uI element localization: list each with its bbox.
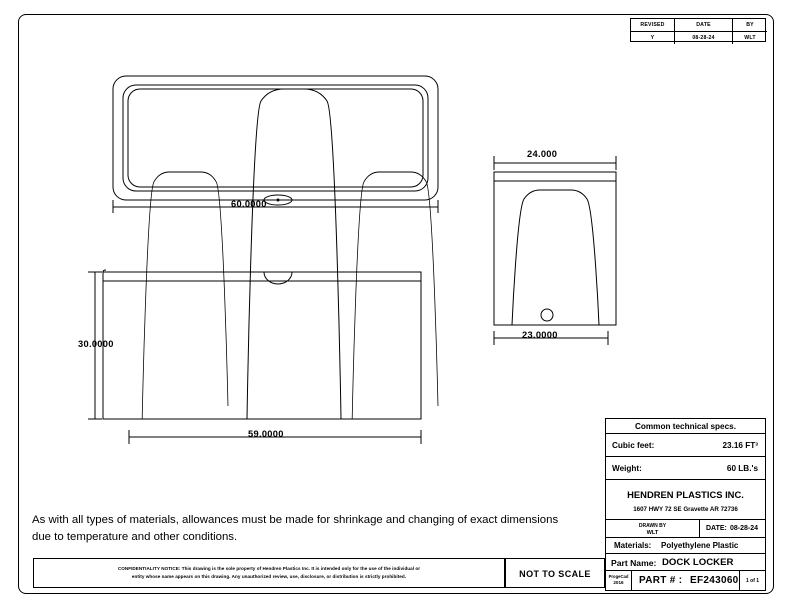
dimension-line-front-width	[128, 430, 422, 444]
drawn-by-value: WLT	[646, 530, 659, 536]
dimension-line-top-view	[112, 200, 439, 213]
part-number-label: PART # :	[639, 575, 683, 586]
weight-label: Weight:	[612, 464, 642, 473]
materials-value: Polyethylene Plastic	[661, 541, 739, 550]
dimension-label-side-bottom: 23.0000	[522, 330, 558, 340]
materials-label: Materials:	[614, 541, 652, 550]
specs-cubic-feet-row: Cubic feet: 23.16 FT³	[605, 434, 766, 457]
not-to-scale-label: NOT TO SCALE	[519, 569, 591, 579]
specs-weight-row: Weight: 60 LB.'s	[605, 457, 766, 480]
part-name-label: Part Name:	[611, 558, 657, 568]
revision-header-revised: REVISED	[631, 19, 675, 31]
dimension-label-front-width: 59.0000	[248, 429, 284, 439]
revision-value-by: WLT	[733, 31, 767, 44]
company-info-row: HENDREN PLASTICS INC. 1607 HWY 72 SE Gra…	[605, 480, 766, 520]
specs-title-row: Common technical specs.	[605, 418, 766, 434]
drawing-frame	[18, 14, 774, 594]
front-view-geometry	[102, 88, 439, 420]
part-number-row: ProgeCad 2016 PART # : EF243060 1 of 1	[605, 571, 766, 591]
dimension-line-side-bottom	[493, 331, 609, 345]
drawn-by-cell: DRAWN BY WLT	[606, 520, 700, 537]
cubic-feet-label: Cubic feet:	[612, 441, 655, 450]
sheet-number: 1 of 1	[739, 571, 765, 590]
software-name: ProgeCad	[608, 574, 629, 579]
confidentiality-line-1: CONFIDENTIALITY NOTICE: This drawing is …	[117, 566, 421, 571]
not-to-scale-box: NOT TO SCALE	[505, 558, 605, 588]
drawn-by-label: DRAWN BY	[638, 523, 667, 529]
weight-value: 60 LB.'s	[726, 464, 758, 473]
dimension-line-side-top	[493, 156, 617, 170]
cubic-feet-value: 23.16 FT³	[722, 441, 759, 450]
date-label: DATE:	[706, 525, 727, 532]
dimension-line-front-height	[88, 271, 102, 420]
top-view-geometry	[112, 75, 439, 206]
company-address: 1607 HWY 72 SE Gravette AR 72736	[633, 506, 738, 513]
software-version: 2016	[613, 580, 624, 585]
part-number-value: EF243060	[690, 575, 739, 586]
dimension-label-side-top: 24.000	[527, 149, 558, 159]
revision-value-revised: Y	[631, 31, 675, 44]
shrinkage-disclaimer: As with all types of materials, allowanc…	[32, 514, 559, 543]
dimension-label-top-width: 60.0000	[231, 199, 267, 209]
materials-row: Materials: Polyethylene Plastic	[605, 538, 766, 554]
revision-block: REVISED DATE BY Y 08-28-24 WLT	[630, 18, 767, 44]
confidentiality-notice: CONFIDENTIALITY NOTICE: This drawing is …	[33, 558, 505, 588]
part-name-value: DOCK LOCKER	[662, 557, 734, 568]
specs-title: Common technical specs.	[634, 422, 736, 431]
confidentiality-line-2: entity whose name appears on this drawin…	[131, 574, 407, 579]
drawn-by-row: DRAWN BY WLT DATE: 08-28-24	[605, 520, 766, 538]
revision-header-by: BY	[746, 22, 754, 28]
software-cell: ProgeCad 2016	[606, 571, 632, 590]
part-name-row: Part Name: DOCK LOCKER	[605, 554, 766, 571]
side-view-geometry	[493, 171, 617, 326]
revision-header-date: DATE	[675, 19, 733, 31]
revision-value-date: 08-28-24	[675, 31, 733, 44]
dimension-label-front-height: 30.0000	[78, 339, 114, 349]
company-name: HENDREN PLASTICS INC.	[627, 489, 744, 500]
date-value: 08-28-24	[730, 525, 759, 532]
